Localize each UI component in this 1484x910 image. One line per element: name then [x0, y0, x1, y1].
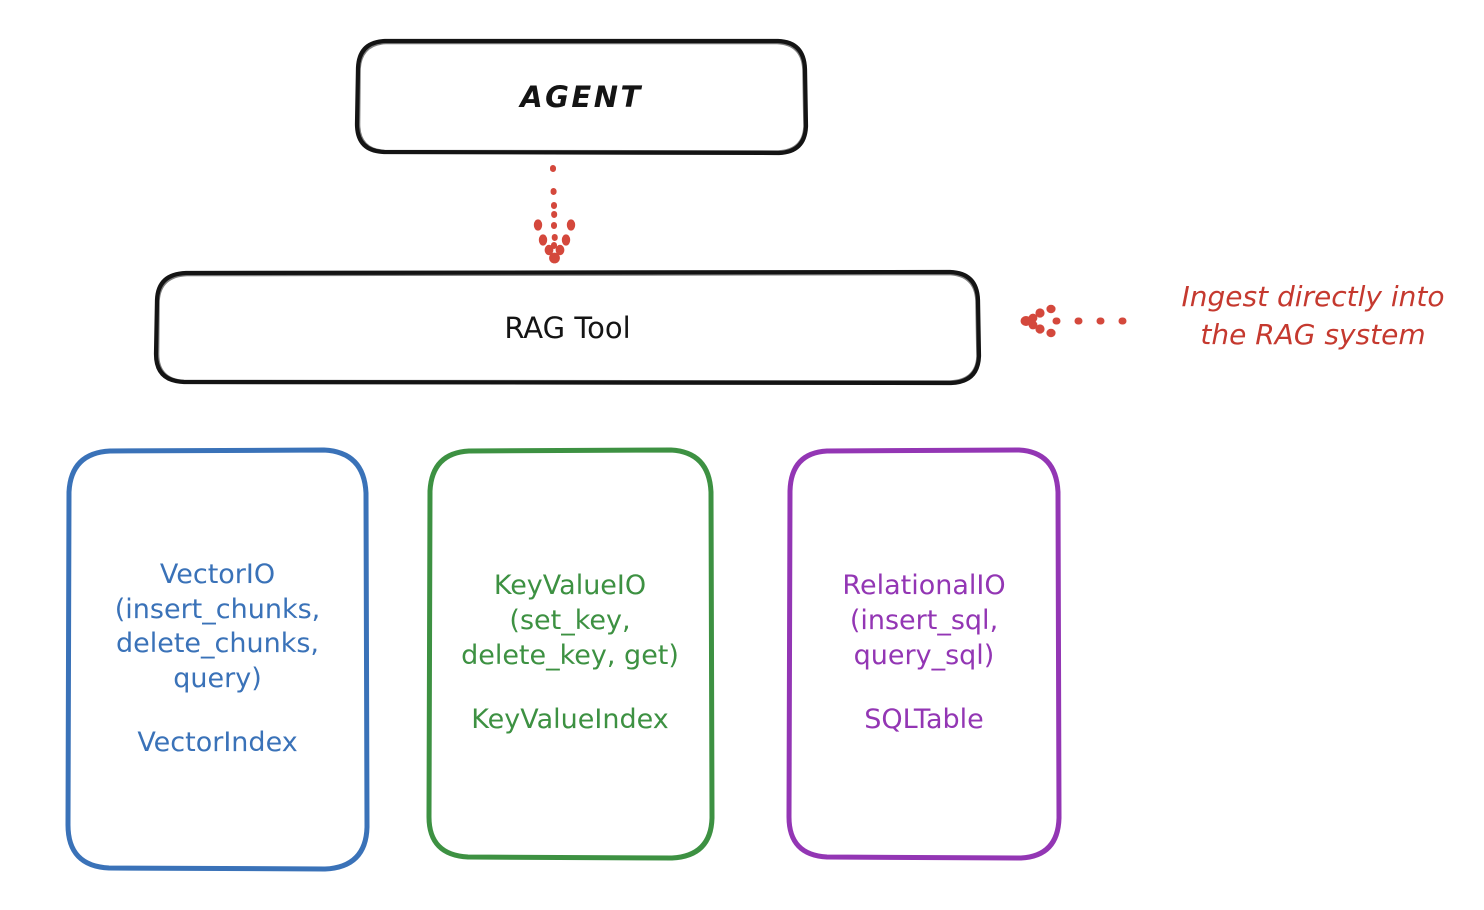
relational-io-table-label: SQLTable [864, 704, 984, 736]
node-relational-io[interactable]: RelationalIO (insert_sql, query_sql) SQL… [789, 450, 1059, 857]
rag-tool-label: RAG Tool [504, 310, 631, 345]
key-value-io-index-label: KeyValueIndex [471, 704, 669, 736]
connector-ingest-to-rag-tool [1020, 304, 1144, 338]
key-value-io-box-outline [426, 447, 715, 861]
key-value-io-api-label: KeyValueIO (set_key, delete_key, get) [461, 570, 679, 671]
vector-io-api-label: VectorIO (insert_chunks, delete_chunks, … [114, 559, 321, 694]
connector-agent-to-rag-tool [533, 165, 576, 264]
relational-io-api-label: RelationalIO (insert_sql, query_sql) [842, 570, 1006, 671]
vector-io-index-label: VectorIndex [137, 727, 298, 759]
vector-io-box-outline [65, 447, 370, 872]
agent-label: AGENT [520, 79, 643, 114]
agent-box-outline [354, 38, 809, 156]
rag-tool-box-outline [153, 269, 982, 386]
node-agent[interactable]: AGENT [357, 40, 806, 153]
node-rag-tool[interactable]: RAG Tool [156, 272, 979, 383]
relational-io-box-outline [786, 447, 1062, 861]
node-vector-io[interactable]: VectorIO (insert_chunks, delete_chunks, … [68, 450, 367, 869]
ingest-annotation-label: Ingest directly into the RAG system [1181, 280, 1445, 351]
node-key-value-io[interactable]: KeyValueIO (set_key, delete_key, get) Ke… [429, 450, 711, 857]
